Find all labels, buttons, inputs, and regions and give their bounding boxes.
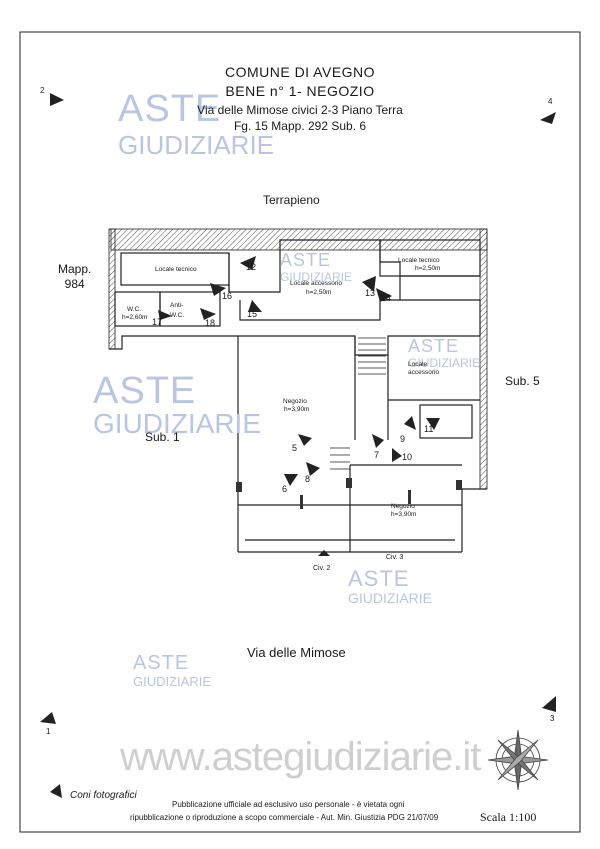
room-label-negozio-main-h: h=3,90m <box>284 406 310 413</box>
cone-number: 13 <box>365 288 376 298</box>
cone-number: 2 <box>40 86 45 95</box>
cone-number: 15 <box>247 309 258 319</box>
cone-number: 12 <box>246 262 257 272</box>
watermark-giudiziarie-4: GIUDIZIARIE <box>408 356 481 370</box>
cone-number: 5 <box>292 443 298 453</box>
watermark-giudiziarie-6: GIUDIZIARIE <box>133 674 212 689</box>
watermark-aste-6: ASTE <box>133 652 190 674</box>
cone-number: 10 <box>402 452 413 462</box>
title-address: Via delle Mimose civici 2-3 Piano Terra <box>197 103 403 117</box>
title-cadastral: Fg. 15 Mapp. 292 Sub. 6 <box>233 119 367 133</box>
label-civ2: Civ. 2 <box>313 565 331 572</box>
label-sub5: Sub. 5 <box>505 374 540 388</box>
publication-note-2: ripubblicazione o riproduzione a scopo c… <box>130 813 439 822</box>
room-label-negozio-small: Negozio <box>391 503 415 510</box>
wall-left <box>108 228 116 350</box>
room-label-locale-accessorio-h: h=2,50m <box>306 289 332 296</box>
watermark-aste-1: ASTE <box>118 88 222 130</box>
title-comune: COMUNE DI AVEGNO <box>224 64 376 80</box>
stair <box>330 337 386 470</box>
room-label-negozio-small-h: h=3,90m <box>391 511 417 518</box>
entrance-arrow-civ2 <box>318 550 330 556</box>
room-anti-wc <box>159 291 221 327</box>
room-small-11 <box>419 404 473 439</box>
watermark-aste-5: ASTE <box>348 566 410 591</box>
label-mapp-line2: 984 <box>64 277 85 291</box>
cone-number: 11 <box>424 424 434 434</box>
label-terrapieno: Terrapieno <box>263 193 320 207</box>
room-label-locale-tecnico-right: Locale tecnico <box>398 257 440 264</box>
coni-legend-icon <box>50 784 62 798</box>
cone-number: 8 <box>305 474 311 484</box>
room-locale-accessorio <box>228 239 401 321</box>
room-label-locale-accessorio-2b: accessorio <box>408 369 440 376</box>
title-bene: BENE n° 1- NEGOZIO <box>225 83 375 99</box>
cone-number: 4 <box>548 97 553 106</box>
cone-number: 3 <box>550 714 555 723</box>
compass-rose <box>487 729 549 791</box>
room-label-locale-tecnico-left: Locale tecnico <box>155 266 197 273</box>
watermark-aste-3: ASTE <box>93 370 197 412</box>
cone-number: 17 <box>152 317 163 327</box>
cone-number: 6 <box>282 484 288 494</box>
label-street: Via delle Mimose <box>247 645 346 660</box>
room-label-anti-wc-2: W.C. <box>170 312 185 319</box>
cone-number: 18 <box>205 318 216 328</box>
room-label-anti-wc-1: Anti- <box>170 302 184 309</box>
watermark-aste-2: ASTE <box>280 250 332 270</box>
watermark-giudiziarie-3: GIUDIZIARIE <box>93 408 262 439</box>
cone-number: 16 <box>222 291 233 301</box>
watermark-aste-4: ASTE <box>408 336 460 356</box>
room-label-locale-accessorio-2a: Locale <box>408 361 428 368</box>
room-label-wc-h: h=2,60m <box>122 314 148 321</box>
publication-note-1: Pubblicazione ufficiale ad esclusivo uso… <box>172 800 405 809</box>
scale-label: Scala 1:100 <box>480 810 537 824</box>
label-mapp: Mapp. 984 <box>58 262 91 292</box>
watermark-giudiziarie-5: GIUDIZIARIE <box>348 590 433 606</box>
photo-cones <box>40 93 556 724</box>
room-label-locale-accessorio: Locale accessorio <box>290 280 343 287</box>
page-frame <box>19 31 581 833</box>
label-mapp-line1: Mapp. <box>58 262 92 276</box>
room-label-locale-tecnico-right-h: h=2,50m <box>415 265 441 272</box>
room-label-negozio-main: Negozio <box>283 398 307 405</box>
label-sub1: Sub. 1 <box>145 430 180 444</box>
wall-right <box>479 228 488 490</box>
label-civ3: Civ. 3 <box>386 554 404 561</box>
cone-number: 14 <box>381 293 392 303</box>
watermark-site: www.astegiudiziarie.it <box>120 735 481 779</box>
room-negozio-main <box>238 335 480 356</box>
cone-number: 9 <box>400 434 406 444</box>
watermark-giudiziarie-1: GIUDIZIARIE <box>118 130 275 160</box>
cone-number: 1 <box>46 727 51 736</box>
watermark-giudiziarie-2: GIUDIZIARIE <box>280 270 353 284</box>
room-label-wc: W.C. <box>127 306 142 313</box>
cone-number: 7 <box>374 450 380 460</box>
coni-legend-label: Coni fotografici <box>70 790 137 801</box>
